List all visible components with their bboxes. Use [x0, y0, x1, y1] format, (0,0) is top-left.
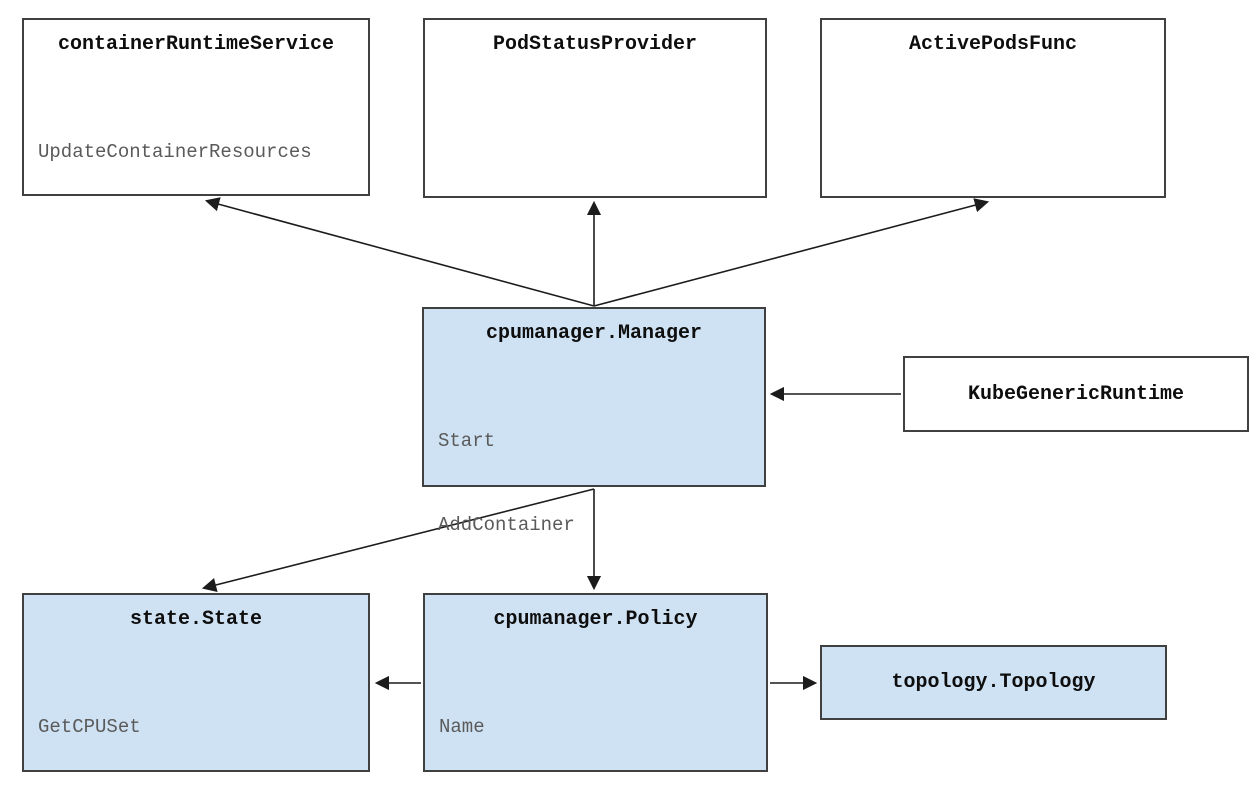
node-cpumanager-manager: cpumanager.Manager Start AddContainer Re…	[422, 307, 766, 704]
node-pod-status-provider: PodStatusProvider	[423, 18, 767, 198]
node-title: PodStatusProvider	[492, 33, 698, 56]
node-title: containerRuntimeService	[57, 33, 335, 56]
node-state-state: state.State GetCPUSet GetDefaultCPUSet S…	[22, 593, 370, 772]
node-cpumanager-policy: cpumanager.Policy Name AddContainer Remo…	[423, 593, 768, 772]
node-topology-topology: topology.Topology	[820, 645, 1167, 720]
node-method-list: UpdateContainerResources	[24, 82, 368, 222]
node-method-list: Name AddContainer RemoveContainer	[425, 657, 766, 788]
node-title: topology.Topology	[891, 671, 1096, 694]
node-container-runtime-service: containerRuntimeService UpdateContainerR…	[22, 18, 370, 196]
node-method: Start	[438, 430, 496, 452]
node-title: ActivePodsFunc	[908, 33, 1078, 56]
node-title: state.State	[129, 608, 263, 631]
node-method: Name	[439, 716, 485, 738]
node-title: cpumanager.Manager	[485, 322, 703, 345]
node-kube-generic-runtime: KubeGenericRuntime	[903, 356, 1249, 432]
node-title: KubeGenericRuntime	[967, 382, 1185, 406]
node-active-pods-func: ActivePodsFunc	[820, 18, 1166, 198]
node-method-list: GetCPUSet GetDefaultCPUSet SetCPUSet Set…	[24, 657, 368, 788]
node-method: UpdateContainerResources	[38, 141, 312, 163]
edge-manager-to-active-pods-func	[593, 198, 990, 307]
node-method: AddContainer	[438, 514, 575, 536]
node-title: cpumanager.Policy	[493, 608, 698, 631]
node-method: GetCPUSet	[38, 716, 141, 738]
